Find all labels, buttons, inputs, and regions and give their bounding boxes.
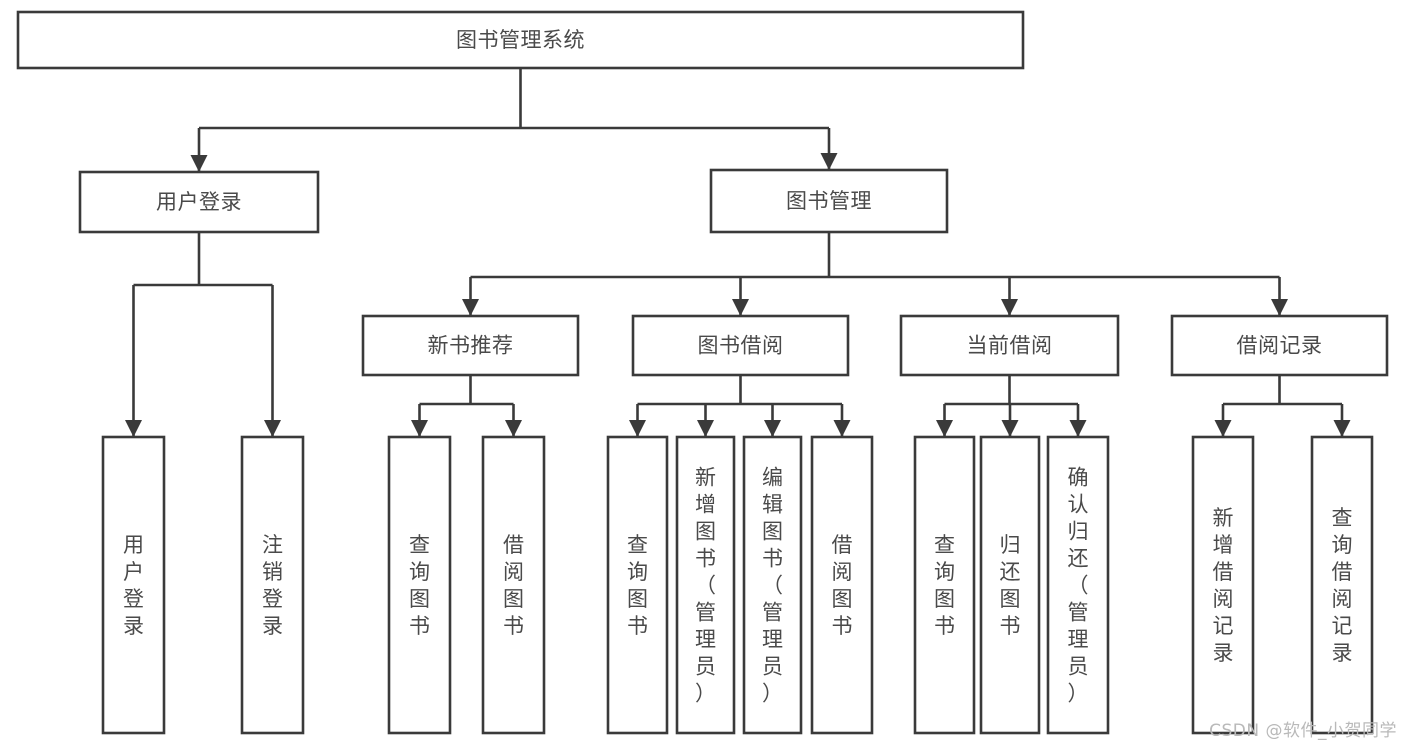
arrow-head-icon	[1069, 420, 1087, 437]
node-label: 查询图书	[409, 533, 430, 638]
edge-group-current-borrow	[936, 375, 1087, 437]
node-box	[979, 435, 1041, 735]
node-label: 借阅图书	[503, 533, 524, 638]
node-current-borrow[interactable]: 当前借阅	[899, 314, 1120, 377]
node-book-manage[interactable]: 图书管理	[709, 168, 949, 234]
arrow-head-icon	[1333, 420, 1351, 437]
node-label: 借阅记录	[1237, 334, 1323, 358]
node-box	[913, 435, 976, 735]
node-leaf-query-record[interactable]: 查询借阅记录	[1310, 435, 1374, 735]
node-leaf-add-record[interactable]: 新增借阅记录	[1191, 435, 1255, 735]
node-label: 确认归还（管理员）	[1068, 466, 1089, 706]
node-leaf-confirm-return[interactable]: 确认归还（管理员）	[1046, 435, 1110, 735]
edge-layer	[125, 68, 1351, 437]
node-label: 用户登录	[156, 190, 242, 214]
node-box	[481, 435, 546, 735]
node-label: 查询图书	[627, 533, 648, 638]
node-label: 注销登录	[262, 533, 283, 638]
edge-group-new-book-rec	[411, 375, 522, 437]
node-box	[742, 435, 803, 735]
node-leaf-add-book[interactable]: 新增图书（管理员）	[675, 435, 736, 735]
arrow-head-icon	[411, 420, 428, 437]
edge-group-borrow-record	[1214, 375, 1351, 437]
edge-group-user-login	[125, 232, 281, 437]
node-leaf-logout[interactable]: 注销登录	[240, 435, 305, 735]
node-box	[606, 435, 669, 735]
node-label: 当前借阅	[967, 334, 1053, 358]
node-leaf-query-book-rec[interactable]: 查询图书	[387, 435, 452, 735]
node-new-book-rec[interactable]: 新书推荐	[361, 314, 580, 377]
node-box	[899, 314, 1120, 377]
node-box	[240, 435, 305, 735]
node-leaf-user-login[interactable]: 用户登录	[101, 435, 166, 735]
node-layer: 图书管理系统用户登录图书管理新书推荐图书借阅当前借阅借阅记录用户登录注销登录查询…	[16, 10, 1389, 735]
node-label: 查询借阅记录	[1332, 506, 1353, 665]
node-leaf-edit-book[interactable]: 编辑图书（管理员）	[742, 435, 803, 735]
arrow-head-icon	[820, 153, 838, 170]
node-box	[631, 314, 850, 377]
arrow-head-icon	[764, 420, 781, 437]
node-borrow-record[interactable]: 借阅记录	[1170, 314, 1389, 377]
node-box	[1170, 314, 1389, 377]
node-box	[1046, 435, 1110, 735]
node-label: 图书借阅	[698, 334, 784, 358]
node-root-图书管理系统[interactable]: 图书管理系统	[16, 10, 1025, 70]
edge-group-book-borrow	[629, 375, 851, 437]
node-box	[810, 435, 874, 735]
node-leaf-query-book-borrow[interactable]: 查询图书	[606, 435, 669, 735]
node-label: 用户登录	[123, 533, 144, 638]
arrow-head-icon	[1001, 420, 1019, 437]
node-label: 新增图书（管理员）	[695, 466, 716, 706]
node-label: 新书推荐	[428, 334, 514, 358]
arrow-head-icon	[264, 420, 281, 437]
node-leaf-return-book[interactable]: 归还图书	[979, 435, 1041, 735]
node-box	[675, 435, 736, 735]
node-box	[387, 435, 452, 735]
arrow-head-icon	[1001, 299, 1018, 316]
arrow-head-icon	[936, 420, 953, 437]
node-box	[78, 170, 320, 234]
node-book-borrow[interactable]: 图书借阅	[631, 314, 850, 377]
arrow-head-icon	[732, 299, 749, 316]
node-label: 新增借阅记录	[1213, 506, 1234, 665]
node-label: 编辑图书（管理员）	[762, 466, 783, 706]
arrow-head-icon	[462, 299, 479, 316]
arrow-head-icon	[125, 420, 142, 437]
arrow-head-icon	[629, 420, 646, 437]
node-box	[1191, 435, 1255, 735]
node-label: 借阅图书	[832, 533, 853, 638]
node-box	[101, 435, 166, 735]
node-label: 归还图书	[1000, 533, 1021, 638]
arrow-head-icon	[1271, 299, 1288, 316]
arrow-head-icon	[505, 420, 522, 437]
arrow-head-icon	[1214, 420, 1232, 437]
node-label: 图书管理系统	[456, 28, 585, 52]
arrow-head-icon	[833, 420, 851, 437]
node-box	[16, 10, 1025, 70]
node-box	[1310, 435, 1374, 735]
node-label: 图书管理	[786, 189, 872, 213]
node-leaf-query-book-cur[interactable]: 查询图书	[913, 435, 976, 735]
node-user-login[interactable]: 用户登录	[78, 170, 320, 234]
node-box	[361, 314, 580, 377]
edge-group-root	[190, 68, 838, 172]
node-leaf-borrow-book-rec[interactable]: 借阅图书	[481, 435, 546, 735]
edge-group-book-manage	[462, 232, 1288, 316]
node-leaf-borrow-book[interactable]: 借阅图书	[810, 435, 874, 735]
arrow-head-icon	[697, 420, 714, 437]
arrow-head-icon	[190, 155, 208, 172]
node-box	[709, 168, 949, 234]
node-label: 查询图书	[934, 533, 955, 638]
